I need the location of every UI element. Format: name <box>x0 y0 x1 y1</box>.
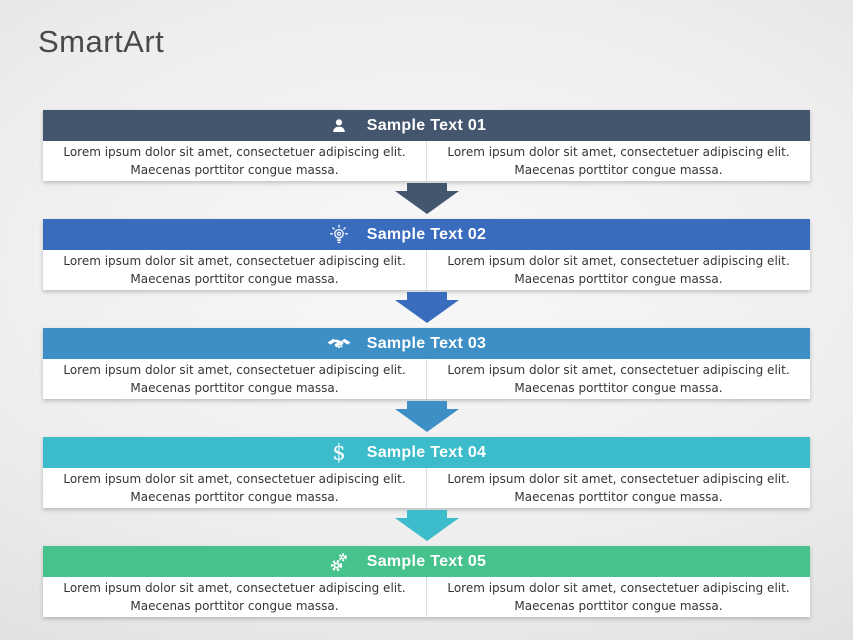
row-header: Sample Text 01 <box>43 110 810 141</box>
row-body: Lorem ipsum dolor sit amet, consectetuer… <box>43 359 810 399</box>
body-text-right: Lorem ipsum dolor sit amet, consectetuer… <box>426 250 810 290</box>
row-body: Lorem ipsum dolor sit amet, consectetuer… <box>43 141 810 181</box>
smartart-row-3: Sample Text 03 Lorem ipsum dolor sit ame… <box>43 328 810 399</box>
person-icon <box>331 118 347 134</box>
smartart-row-2: Sample Text 02 Lorem ipsum dolor sit ame… <box>43 219 810 290</box>
body-text-right: Lorem ipsum dolor sit amet, consectetuer… <box>426 577 810 617</box>
row-header: Sample Text 05 <box>43 546 810 577</box>
down-arrow-4 <box>43 508 810 546</box>
body-text-left: Lorem ipsum dolor sit amet, consectetuer… <box>63 145 406 177</box>
dollar-icon: $ <box>332 442 345 463</box>
smartart-diagram: Sample Text 01 Lorem ipsum dolor sit ame… <box>43 110 810 617</box>
row-header: Sample Text 02 <box>43 219 810 250</box>
body-text-left: Lorem ipsum dolor sit amet, consectetuer… <box>63 581 406 613</box>
smartart-row-1: Sample Text 01 Lorem ipsum dolor sit ame… <box>43 110 810 181</box>
row-title: Sample Text 03 <box>366 334 487 352</box>
lightbulb-icon <box>329 224 349 245</box>
down-arrow-3 <box>43 399 810 437</box>
row-title: Sample Text 01 <box>366 116 487 134</box>
smartart-row-5: Sample Text 05 Lorem ipsum dolor sit ame… <box>43 546 810 617</box>
body-text-right: Lorem ipsum dolor sit amet, consectetuer… <box>426 468 810 508</box>
smartart-row-4: $ Sample Text 04 Lorem ipsum dolor sit a… <box>43 437 810 508</box>
body-text-right: Lorem ipsum dolor sit amet, consectetuer… <box>426 141 810 181</box>
row-title: Sample Text 04 <box>366 443 487 461</box>
dollar-glyph: $ <box>332 440 346 464</box>
down-arrow-1 <box>43 181 810 219</box>
gears-icon <box>330 552 348 572</box>
row-title: Sample Text 05 <box>366 552 487 570</box>
row-title: Sample Text 02 <box>366 225 487 243</box>
handshake-icon <box>327 337 351 351</box>
row-header: Sample Text 03 <box>43 328 810 359</box>
body-text-left: Lorem ipsum dolor sit amet, consectetuer… <box>63 254 406 286</box>
body-text-left: Lorem ipsum dolor sit amet, consectetuer… <box>63 472 406 504</box>
body-text-right: Lorem ipsum dolor sit amet, consectetuer… <box>426 359 810 399</box>
body-text-left: Lorem ipsum dolor sit amet, consectetuer… <box>63 363 406 395</box>
row-body: Lorem ipsum dolor sit amet, consectetuer… <box>43 250 810 290</box>
row-header: $ Sample Text 04 <box>43 437 810 468</box>
row-body: Lorem ipsum dolor sit amet, consectetuer… <box>43 468 810 508</box>
page-title: SmartArt <box>38 24 165 59</box>
down-arrow-2 <box>43 290 810 328</box>
row-body: Lorem ipsum dolor sit amet, consectetuer… <box>43 577 810 617</box>
